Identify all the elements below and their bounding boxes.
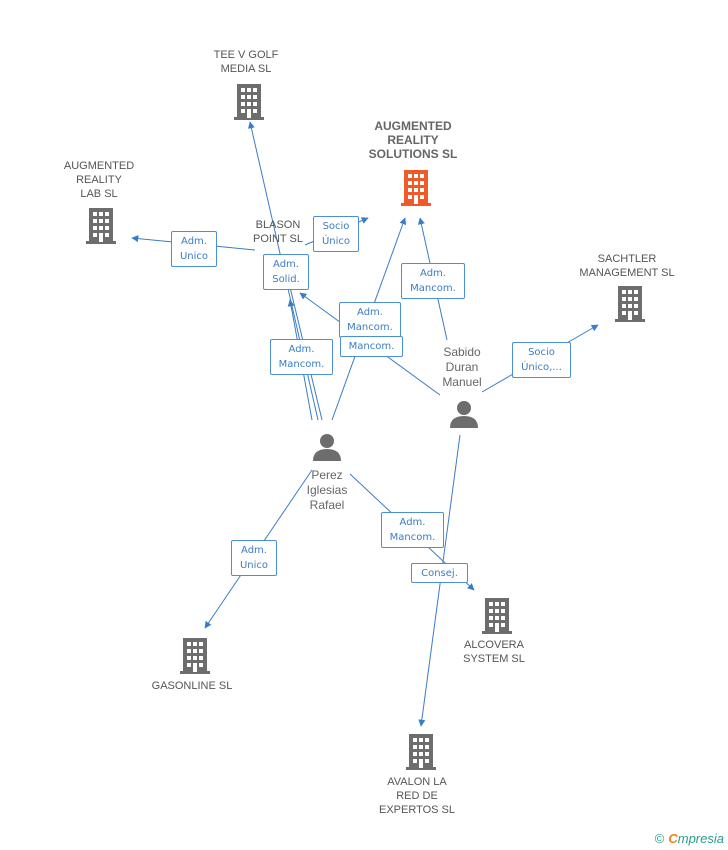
company-label-lab[interactable]: AUGMENTED REALITY LAB SL <box>63 160 135 200</box>
person-icon-perez[interactable] <box>313 433 341 461</box>
company-label-solutions[interactable]: AUGMENTED REALITY SOLUTIONS SL <box>368 119 458 161</box>
brand-logo: Cmpresia <box>668 831 724 846</box>
relation-badge[interactable]: Adm. Mancom. <box>339 302 401 338</box>
relation-badge[interactable]: Adm. Mancom. <box>401 263 465 299</box>
relation-badge[interactable]: Adm. Mancom. <box>381 512 444 548</box>
building-icon-avalon[interactable] <box>406 734 436 770</box>
building-icon-lab[interactable] <box>86 208 116 244</box>
building-icon-gasonline[interactable] <box>180 638 210 674</box>
company-label-avalon[interactable]: AVALON LA RED DE EXPERTOS SL <box>378 776 456 816</box>
person-label-sabido[interactable]: Sabido Duran Manuel <box>442 345 482 389</box>
person-label-perez[interactable]: Perez Iglesias Rafael <box>306 468 348 512</box>
relation-badge[interactable]: Socio Único,... <box>512 342 571 378</box>
relation-badge[interactable]: Adm. Unico <box>171 231 217 267</box>
company-label-blason[interactable]: BLASON POINT SL <box>253 219 303 245</box>
person-icon-sabido[interactable] <box>450 400 478 428</box>
building-icon-teevgolf[interactable] <box>234 84 264 120</box>
company-label-sachtler[interactable]: SACHTLER MANAGEMENT SL <box>579 253 675 279</box>
relation-badge[interactable]: Adm. Mancom. <box>270 339 333 375</box>
copyright-icon: © <box>654 831 665 846</box>
relation-badge[interactable]: Adm. Unico <box>231 540 277 576</box>
company-label-gasonline[interactable]: GASONLINE SL <box>151 680 233 692</box>
building-icon-sachtler[interactable] <box>615 286 645 322</box>
building-icon-solutions[interactable] <box>401 170 431 206</box>
brand-footer: ©Cmpresia <box>655 831 724 846</box>
company-label-alcovera[interactable]: ALCOVERA SYSTEM SL <box>463 639 525 665</box>
company-label-teevgolf[interactable]: TEE V GOLF MEDIA SL <box>213 49 279 75</box>
relation-badge[interactable]: Socio Único <box>313 216 359 252</box>
building-icon-alcovera[interactable] <box>482 598 512 634</box>
relation-badge[interactable]: Adm. Solid. <box>263 254 309 290</box>
relation-badge[interactable]: Mancom. <box>340 336 403 357</box>
relation-badge[interactable]: Consej. <box>411 563 468 583</box>
